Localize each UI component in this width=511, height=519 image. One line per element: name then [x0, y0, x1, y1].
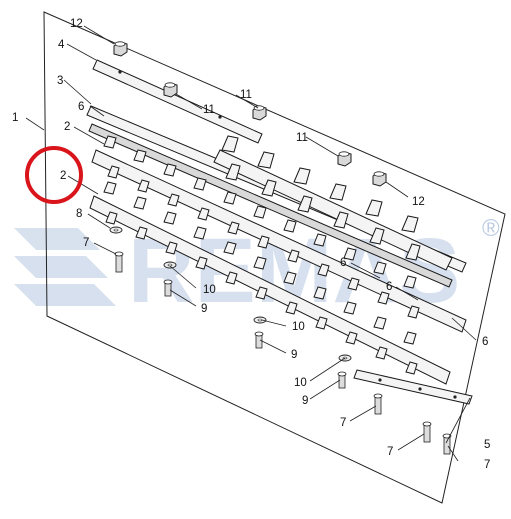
callout-9-b: 9 [291, 349, 297, 361]
part-9-screw-c [337, 371, 347, 389]
callout-9-c: 9 [302, 395, 308, 407]
callout-6-right: 6 [482, 336, 488, 348]
part-11-nut-c [337, 151, 352, 167]
callout-11-b: 11 [240, 89, 252, 101]
part-7-screw-a [114, 251, 124, 273]
leader-lines [25, 25, 477, 462]
callout-2-highlighted: 2 [60, 170, 66, 182]
watermark-registered-mark: ® [482, 215, 500, 242]
part-5-lower-plate [353, 369, 473, 405]
watermark-stripes-logo [14, 228, 116, 306]
callout-6-mid-b: 6 [386, 281, 392, 293]
callout-3: 3 [57, 75, 63, 87]
part-10-washer-a [163, 261, 177, 269]
callout-11-c: 11 [296, 132, 308, 144]
callout-8: 8 [76, 208, 82, 220]
callout-6-mid-a: 6 [340, 257, 346, 269]
upper-cutter-blade [213, 135, 453, 271]
callout-7-right: 7 [484, 459, 490, 471]
callout-2-upper: 2 [64, 121, 70, 133]
part-4-guard-plate [92, 59, 263, 144]
callout-7-mid: 7 [340, 417, 346, 429]
part-8-washer [109, 226, 123, 234]
callout-9-a: 9 [201, 303, 207, 315]
part-9-screw-b [254, 331, 264, 349]
assembly-frame [43, 11, 506, 504]
part-7-screw-d [442, 433, 452, 455]
callout-12-top: 12 [70, 18, 83, 30]
part-11-nut-a [163, 82, 178, 98]
callout-6-upper: 6 [78, 101, 84, 113]
callout-7-lower: 7 [387, 446, 393, 458]
highlight-circle [25, 146, 83, 204]
part-2-cutter-blade-top [91, 135, 467, 333]
callout-1: 1 [12, 112, 18, 124]
part-9-screw-a [163, 279, 173, 297]
part-2-cutter-blade-bottom [89, 181, 451, 385]
callout-10-c: 10 [294, 377, 307, 389]
part-12-nut-right [372, 171, 387, 187]
callout-10-a: 10 [203, 284, 216, 296]
callout-12-right: 12 [412, 196, 425, 208]
part-11-nut-b [252, 105, 267, 121]
part-7-screw-b [373, 393, 383, 415]
callout-4: 4 [58, 39, 65, 51]
callout-7-left: 7 [83, 237, 89, 249]
part-7-screw-c [422, 421, 432, 443]
callout-5: 5 [484, 439, 490, 451]
callout-labels: 12 4 3 6 1 2 2 8 7 10 9 10 9 10 9 7 7 5 … [12, 18, 490, 471]
callout-10-b: 10 [292, 321, 305, 333]
part-12-nut-top [113, 41, 128, 57]
part-10-washer-b [253, 316, 267, 324]
callout-11-a: 11 [203, 104, 215, 116]
part-6-spacer-bar-upper [88, 123, 453, 288]
